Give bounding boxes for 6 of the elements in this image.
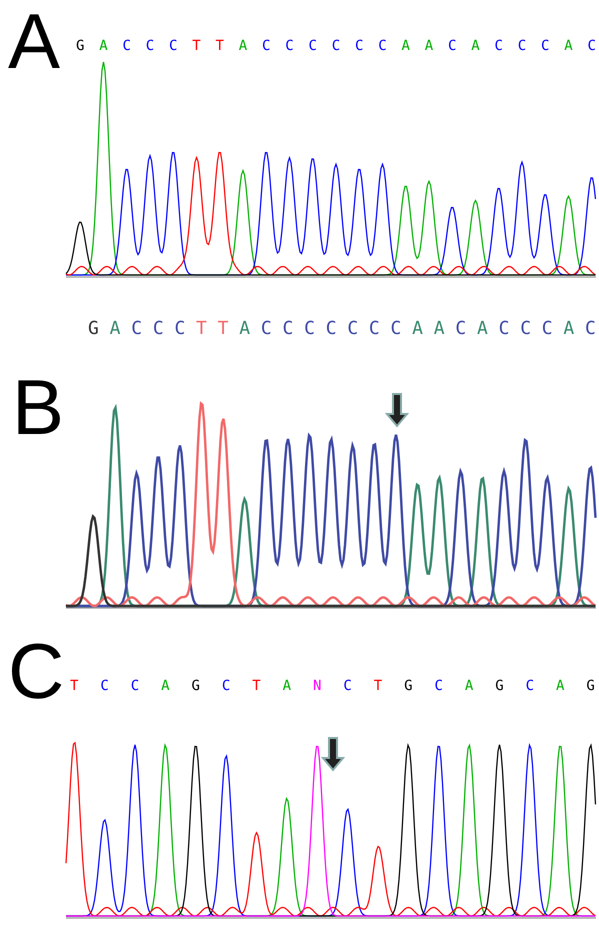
base-sequence: G A C C C T T A C C C C C C A A C A C C C A C <box>76 38 596 54</box>
base-sequence: G A C C C T T A C C C C C C C A A C A C C C A C <box>88 318 596 339</box>
panel-letter: C <box>8 632 64 710</box>
panel-letter: A <box>8 2 60 80</box>
base-sequence: T C C A G C T A N C T G C A G C A G <box>70 678 595 694</box>
panel-letter: B <box>12 368 64 446</box>
